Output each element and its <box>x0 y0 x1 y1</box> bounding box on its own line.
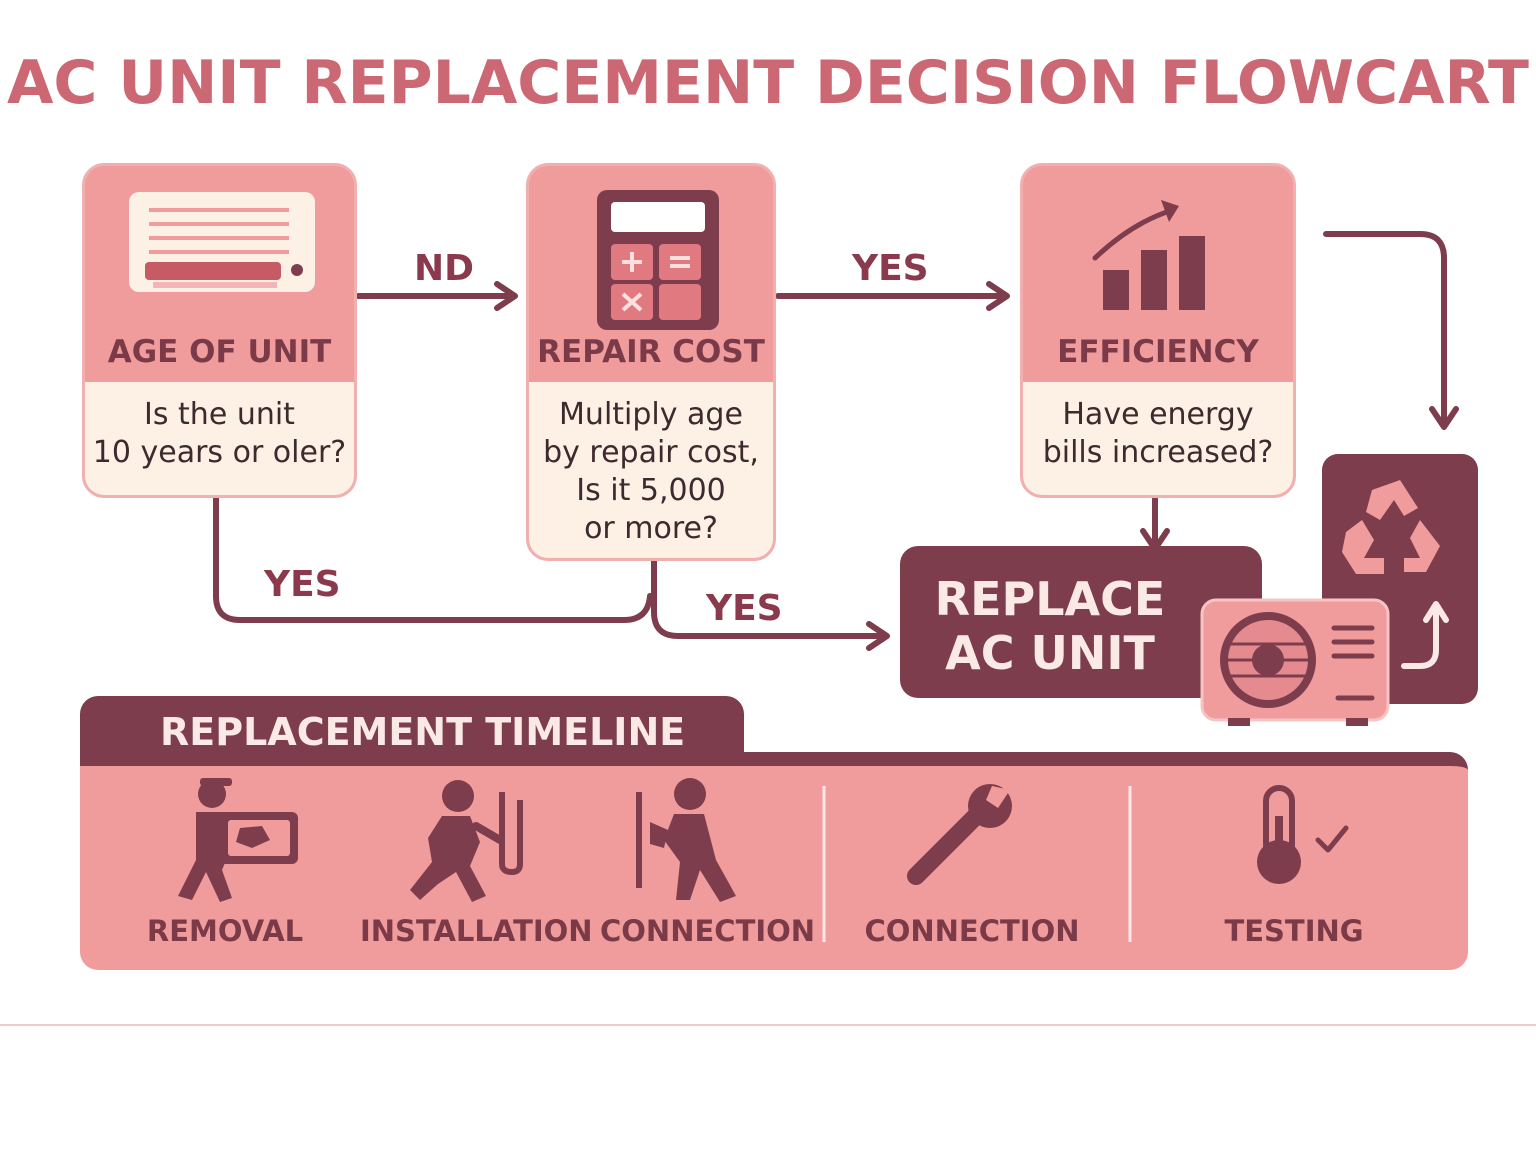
line-age-yes <box>213 495 653 623</box>
replacement-timeline <box>80 752 1468 970</box>
node-question: Multiply age by repair cost, Is it 5,000… <box>529 382 773 558</box>
question-line: Have energy <box>1062 397 1254 432</box>
question-line: 10 years or oler? <box>92 435 347 470</box>
worker-connecting-icon <box>636 778 736 902</box>
question-line: bills increased? <box>1042 435 1274 470</box>
worker-installing-icon <box>410 780 523 902</box>
edge-label-age-to-repair: ND <box>414 248 475 289</box>
node-age-of-unit: AGE OF UNIT Is the unit 10 years or oler… <box>82 163 357 498</box>
timeline-step-testing: TESTING <box>1224 914 1364 948</box>
timeline-title: REPLACEMENT TIMELINE <box>160 710 686 754</box>
edge-label-repair-to-efficiency: YES <box>852 248 929 289</box>
node-question: Have energy bills increased? <box>1023 382 1293 495</box>
replace-label: REPLACE AC UNIT <box>900 572 1200 680</box>
question-line: by repair cost, <box>543 435 759 470</box>
question-line: Is it 5,000 <box>576 473 726 508</box>
replace-line: AC UNIT <box>945 626 1155 680</box>
arrow-efficiency-to-recycle <box>1323 231 1459 430</box>
rising-bar-chart-icon: EFFICIENCY <box>1023 166 1293 382</box>
question-line: or more? <box>584 511 718 546</box>
node-efficiency: EFFICIENCY Have energy bills increased? <box>1020 163 1296 498</box>
replace-line: REPLACE <box>934 572 1166 626</box>
node-label: AGE OF UNIT <box>107 334 332 370</box>
footer-divider <box>0 1024 1536 1026</box>
thermometer-check-icon <box>1257 785 1349 884</box>
edge-label-repair-yes: YES <box>706 588 783 629</box>
calculator-icon: REPAIR COST <box>529 166 773 382</box>
timeline-step-connection-2: CONNECTION <box>864 914 1080 948</box>
question-line: Is the unit <box>144 397 295 432</box>
edge-label-age-yes: YES <box>264 564 341 605</box>
question-line: Multiply age <box>559 397 743 432</box>
arrow-repair-yes <box>651 557 890 651</box>
timeline-step-installation: INSTALLATION <box>360 914 593 948</box>
node-repair-cost: REPAIR COST Multiply age by repair cost,… <box>526 163 776 561</box>
timeline-step-removal: REMOVAL <box>146 914 304 948</box>
worker-carrying-unit-icon <box>178 778 298 902</box>
page-title: AC UNIT REPLACEMENT DECISION FLOWCART <box>7 48 1529 118</box>
node-label: REPAIR COST <box>537 334 765 370</box>
node-question: Is the unit 10 years or oler? <box>85 382 354 495</box>
ac-indoor-unit-icon: AGE OF UNIT <box>85 166 354 382</box>
wrench-icon <box>907 784 1012 885</box>
timeline-step-connection: CONNECTION <box>600 914 816 948</box>
node-label: EFFICIENCY <box>1057 334 1259 370</box>
